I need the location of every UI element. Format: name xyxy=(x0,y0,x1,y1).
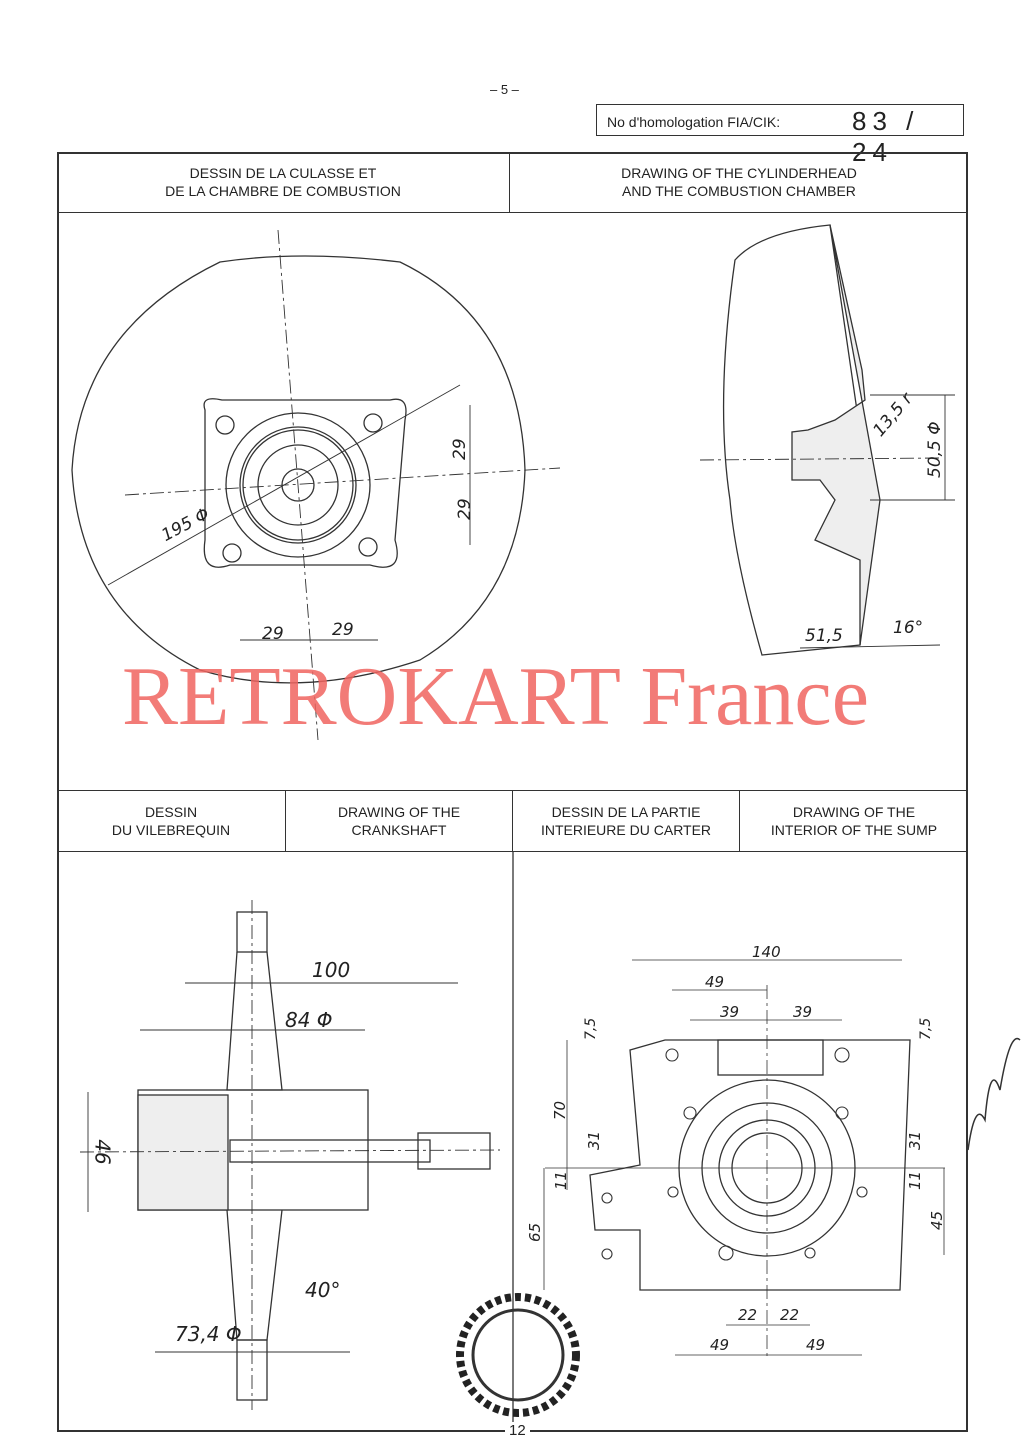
homologation-label: No d'homologation FIA/CIK: xyxy=(607,114,781,130)
dim-sump-l39: 39 xyxy=(720,1003,740,1021)
crankshaft-drawing xyxy=(79,900,501,1410)
page-marker: – 5 – xyxy=(490,82,519,97)
dim-chamber-diameter: 50,5 Φ xyxy=(925,421,945,478)
header-crankshaft-en: DRAWING OF THE CRANKSHAFT xyxy=(286,790,513,852)
watermark: RETROKART France xyxy=(122,650,869,743)
cik-seal xyxy=(456,1293,580,1417)
dim-crank-angle: 40° xyxy=(305,1278,341,1302)
dim-sump-width: 140 xyxy=(752,943,781,961)
dim-sump-l75: 7,5 xyxy=(583,1017,599,1040)
dim-head-h1: 29 xyxy=(262,624,284,644)
dim-sump-b22a: 22 xyxy=(738,1306,758,1324)
sump-drawing xyxy=(543,959,945,1360)
dim-head-v2: 29 xyxy=(455,498,475,520)
signature xyxy=(967,1037,1021,1151)
dim-chamber-angle: 16° xyxy=(893,618,924,638)
dim-head-v1: 29 xyxy=(450,438,470,460)
dim-sump-r11: 11 xyxy=(906,1170,924,1190)
dim-crank-pin: 73,4 Φ xyxy=(175,1322,242,1346)
header-sump-fr: DESSIN DE LA PARTIE INTERIEURE DU CARTER xyxy=(513,790,740,852)
header-sump-en: DRAWING OF THE INTERIOR OF THE SUMP xyxy=(740,790,968,852)
footer-page-number: 12 xyxy=(505,1422,530,1439)
dim-sump-49: 49 xyxy=(705,973,725,991)
header-cylinderhead-fr: DESSIN DE LA CULASSE ET DE LA CHAMBRE DE… xyxy=(57,152,510,213)
dim-sump-b49a: 49 xyxy=(710,1336,730,1354)
dim-sump-r31: 31 xyxy=(906,1130,924,1150)
dim-sump-b49b: 49 xyxy=(806,1336,826,1354)
dim-crank-height: 46 xyxy=(90,1139,115,1165)
dim-sump-r39: 39 xyxy=(793,1003,813,1021)
dim-chamber-depth: 51,5 xyxy=(805,626,843,646)
dim-crank-diameter: 84 Φ xyxy=(285,1008,333,1032)
dim-head-h2: 29 xyxy=(332,620,354,640)
header-crankshaft-fr: DESSIN DU VILEBREQUIN xyxy=(57,790,286,852)
dim-sump-b22b: 22 xyxy=(780,1306,800,1324)
dim-sump-l31: 31 xyxy=(585,1130,603,1150)
dim-sump-65: 65 xyxy=(526,1222,544,1242)
dim-sump-45: 45 xyxy=(928,1210,946,1230)
dim-sump-r75: 7,5 xyxy=(918,1017,934,1040)
dim-sump-l11: 11 xyxy=(552,1170,570,1190)
header-cylinderhead-en: DRAWING OF THE CYLINDERHEAD AND THE COMB… xyxy=(510,152,968,213)
dim-crank-length: 100 xyxy=(312,958,351,982)
combustion-chamber-section xyxy=(699,224,955,656)
dim-sump-70: 70 xyxy=(551,1100,569,1120)
cylinderhead-top-view xyxy=(71,229,561,741)
